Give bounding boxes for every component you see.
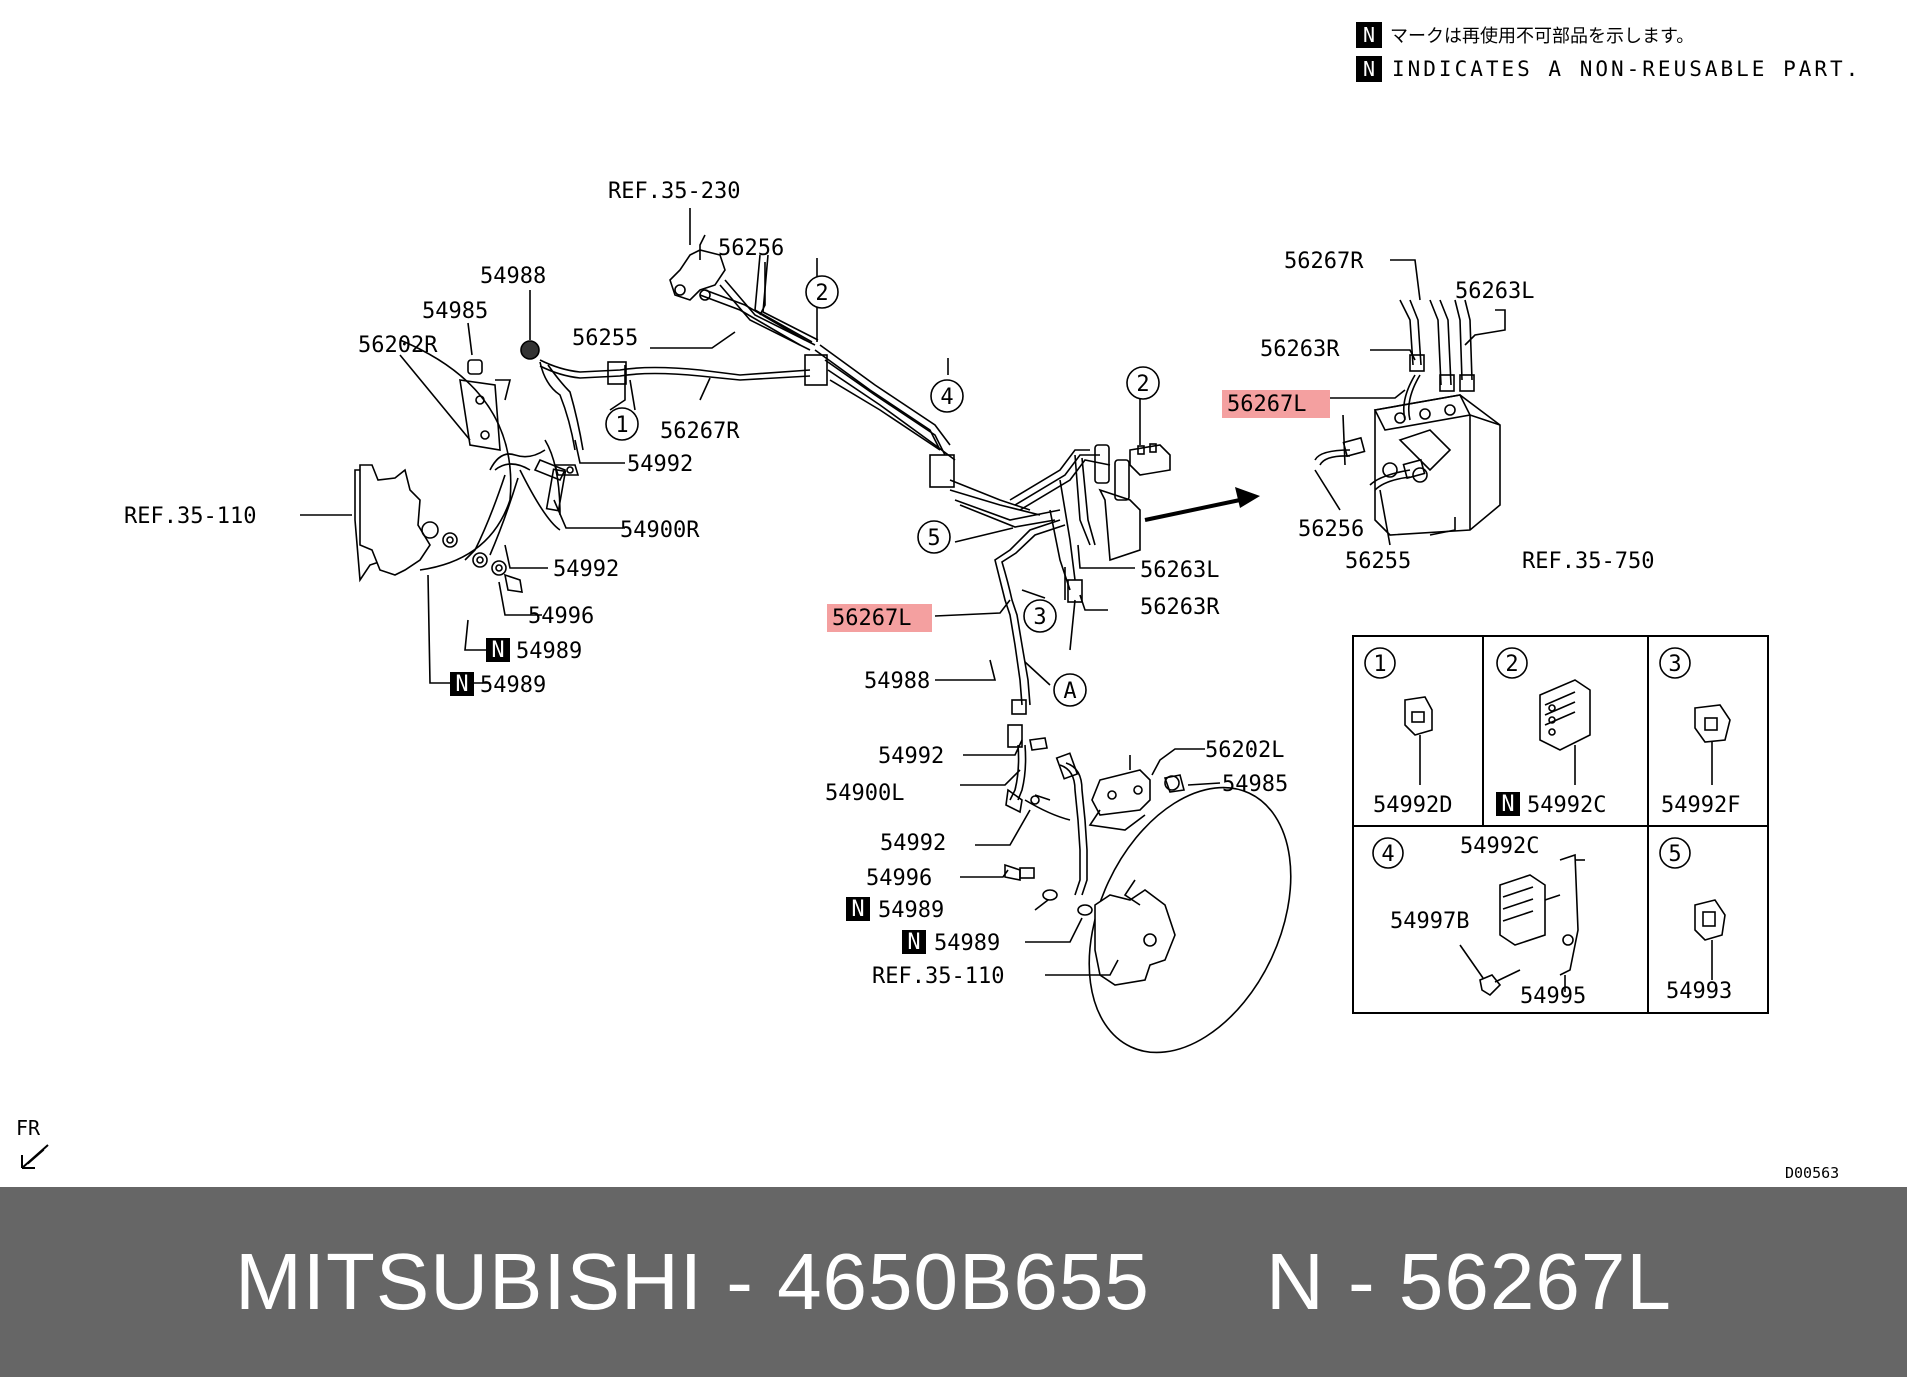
detail-part-54992D: 54992D [1373, 793, 1452, 818]
lower-hose-drawing [1004, 724, 1186, 916]
label-56202L: 56202L [1205, 738, 1284, 763]
label-56267L-highlight: 56267L [832, 606, 911, 631]
label-54992-d: 54992 [880, 831, 946, 856]
detail-badge-n: N [1501, 792, 1514, 817]
label-54985-left: 54985 [422, 299, 488, 324]
detail-table [1352, 635, 1769, 1014]
detail-cell-labels: 1 2 3 4 5 54992D N 54992C 54992F 54992C … [1373, 652, 1740, 1009]
legend-jp-text: マークは再使用不可部品を示します。 [1390, 26, 1694, 47]
callout-4: 4 [940, 385, 953, 410]
label-54992-a: 54992 [627, 452, 693, 477]
ref-35-230: REF.35-230 [608, 179, 740, 204]
callout-2-right: 2 [1136, 372, 1149, 397]
fr-label: FR [16, 1116, 41, 1140]
master-cylinder-drawing [669, 234, 726, 301]
label-54988-top: 54988 [480, 264, 546, 289]
label-56263L-mid: 56263L [1140, 558, 1219, 583]
label-56267R-mid: 56267R [660, 419, 740, 444]
label-54996-bottom: 54996 [866, 866, 932, 891]
detail-cell-drawings [1364, 647, 1731, 997]
label-54992-b: 54992 [553, 557, 619, 582]
highlight-56267L-right [1222, 390, 1330, 418]
label-56263L-right: 56263L [1455, 279, 1534, 304]
left-caliper-drawing [354, 339, 512, 583]
label-54900R: 54900R [620, 518, 700, 543]
label-56267R-right: 56267R [1284, 249, 1364, 274]
label-54992-c: 54992 [878, 744, 944, 769]
detail-part-54992F: 54992F [1661, 793, 1740, 818]
ref-35-110-left: REF.35-110 [124, 504, 256, 529]
fr-arrow-icon [21, 1144, 49, 1169]
legend-en-text: INDICATES A NON-REUSABLE PART. [1392, 57, 1861, 81]
badge-n-54989-b: N [455, 672, 468, 697]
detail-num-3: 3 [1668, 652, 1681, 677]
detail-num-5: 5 [1668, 842, 1681, 867]
label-56255-right: 56255 [1345, 549, 1411, 574]
detail-part-54997B: 54997B [1390, 909, 1469, 934]
label-54985-bottom: 54985 [1222, 772, 1288, 797]
detail-part-54993: 54993 [1666, 979, 1732, 1004]
brake-lines [539, 254, 1141, 715]
drawing-code: D00563 [1785, 1164, 1839, 1182]
footer-part-number: MITSUBISHI - 4650B655 N - 56267L [235, 1237, 1672, 1326]
ref-35-750: REF.35-750 [1522, 549, 1654, 574]
junction-block-drawing [1129, 443, 1171, 476]
label-56256-top: 56256 [718, 236, 784, 261]
badge-n-54989-a: N [491, 638, 504, 663]
detail-part-54995: 54995 [1520, 984, 1586, 1009]
callout-1: 1 [615, 413, 628, 438]
direction-arrow [1144, 487, 1260, 522]
detail-num-2: 2 [1505, 652, 1518, 677]
label-56256-right: 56256 [1298, 517, 1364, 542]
badge-n-54989-c: N [851, 897, 864, 922]
label-56255-top: 56255 [572, 326, 638, 351]
label-54989-b: 54989 [480, 673, 546, 698]
callout-5: 5 [927, 526, 940, 551]
detail-part-54992C-b: 54992C [1460, 834, 1539, 859]
callout-a: A [1063, 679, 1076, 704]
detail-num-4: 4 [1381, 842, 1394, 867]
label-56263R-right: 56263R [1260, 337, 1340, 362]
badge-n-54989-d: N [907, 930, 920, 955]
label-54989-c: 54989 [878, 898, 944, 923]
highlight-56267L [827, 604, 932, 632]
callouts [605, 275, 1160, 707]
legend-badge-en: N [1363, 57, 1375, 81]
left-hose-drawing [442, 340, 584, 593]
part-labels: REF.35-230 56256 56255 54988 54985 56202… [124, 179, 1654, 989]
label-56202R: 56202R [358, 333, 438, 358]
abs-unit-drawing [1314, 299, 1501, 536]
detail-num-1: 1 [1373, 652, 1386, 677]
callout-3: 3 [1033, 605, 1046, 630]
brake-line-diagram: N マークは再使用不可部品を示します。 N INDICATES A NON-RE… [16, 22, 1861, 1182]
callout-2-top: 2 [815, 281, 828, 306]
detail-part-54992C: 54992C [1527, 793, 1606, 818]
label-54988-mid: 54988 [864, 669, 930, 694]
ref-35-110-lower: REF.35-110 [872, 964, 1004, 989]
legend: N マークは再使用不可部品を示します。 N INDICATES A NON-RE… [1356, 22, 1861, 82]
label-54900L: 54900L [825, 781, 904, 806]
lower-caliper-drawing [1088, 786, 1292, 1054]
legend-badge-jp: N [1363, 23, 1375, 47]
label-56263R-mid: 56263R [1140, 595, 1220, 620]
fr-marker: FR [16, 1116, 49, 1169]
label-54989-d: 54989 [934, 931, 1000, 956]
label-54996-left: 54996 [528, 604, 594, 629]
leader-lines [300, 208, 1506, 976]
label-56267L-right: 56267L [1227, 392, 1306, 417]
label-54989-a: 54989 [516, 639, 582, 664]
footer-banner: MITSUBISHI - 4650B655 N - 56267L [0, 1187, 1907, 1377]
